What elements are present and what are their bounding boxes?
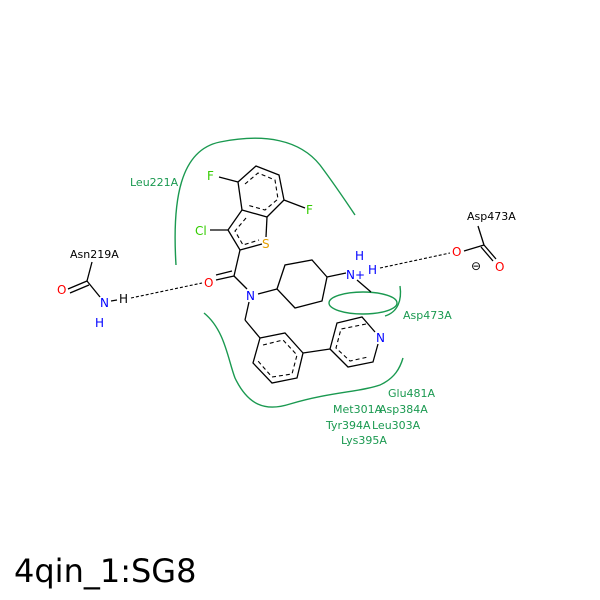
phenyl-ring xyxy=(252,332,304,384)
residue-label-asp473-top: Asp473A xyxy=(467,210,516,223)
nitrogen-label: N xyxy=(246,289,255,303)
asp473-oxygen-label: O xyxy=(495,260,504,274)
asn219-oxygen-label: O xyxy=(57,283,66,297)
residue-label-tyr394: Tyr394A xyxy=(325,419,371,432)
negative-charge-icon: ⊖ xyxy=(471,259,481,273)
residue-label-glu481: Glu481A xyxy=(388,387,436,400)
ammonium-label: N+ xyxy=(346,268,365,282)
hydrogen-label: H xyxy=(355,249,364,263)
residue-label-leu303: Leu303A xyxy=(372,419,421,432)
chlorine-label: Cl xyxy=(195,224,207,238)
difluorobenzene-ring xyxy=(237,165,285,218)
asn219-nitrogen-label: N xyxy=(100,296,109,310)
pyridine-ring xyxy=(329,316,379,368)
leu221-contact-arc xyxy=(174,137,356,266)
residue-label-lys395: Lys395A xyxy=(341,434,387,447)
pocket-contact-arc xyxy=(203,312,404,408)
residue-label-leu221: Leu221A xyxy=(130,176,179,189)
asp473-contact-arc xyxy=(384,285,402,317)
oxygen-label: O xyxy=(204,276,213,290)
residue-label-asn219: Asn219A xyxy=(70,248,119,261)
asp473-contact-ellipse xyxy=(328,291,398,315)
fluorine-label: F xyxy=(207,169,214,183)
hbond-asn219 xyxy=(130,282,203,299)
pyridine-nitrogen-label: N xyxy=(376,331,385,345)
diagram-title: 4qin_1:SG8 xyxy=(14,552,197,590)
cyclohexane-ring xyxy=(276,259,328,309)
hbond-asp473 xyxy=(379,252,451,269)
fluorine-label: F xyxy=(306,203,313,217)
asn219-hydrogen-label: H xyxy=(95,316,104,330)
asp473-oxygen-label: O xyxy=(452,245,461,259)
asn219-hbond-hydrogen-label: H xyxy=(119,292,128,306)
residue-label-asp473: Asp473A xyxy=(403,309,452,322)
sulfur-label: S xyxy=(262,237,270,251)
residue-label-asp384: Asp384A xyxy=(379,403,428,416)
residue-label-met301: Met301A xyxy=(333,403,383,416)
hydrogen-label: H xyxy=(368,263,377,277)
